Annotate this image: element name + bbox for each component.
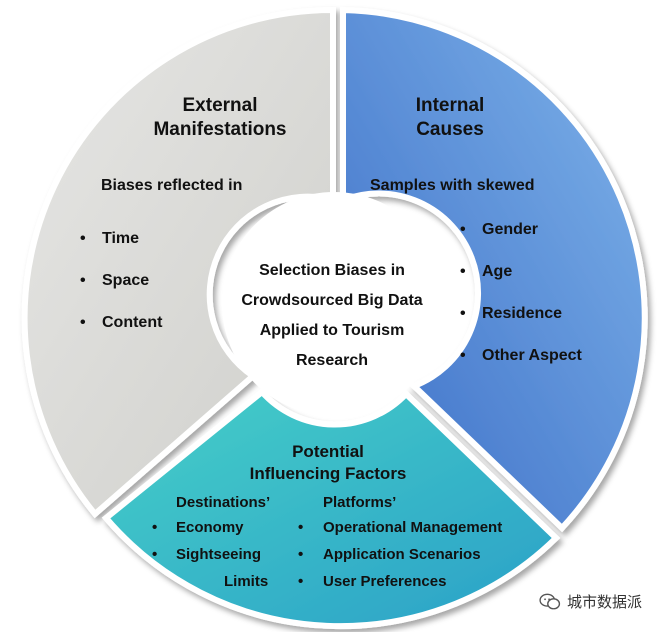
external-item-label: Content bbox=[102, 314, 163, 331]
potential-title: Potential Influencing Factors bbox=[218, 441, 438, 485]
internal-item: •Other Aspect bbox=[460, 347, 582, 364]
external-title-line: Manifestations bbox=[153, 119, 287, 140]
potential-title-line: Potential bbox=[292, 442, 364, 461]
segment-potential bbox=[101, 387, 561, 630]
platforms-item: •Application Scenarios bbox=[298, 546, 481, 563]
internal-item: •Age bbox=[460, 263, 513, 280]
platforms-heading: Platforms’ bbox=[323, 494, 397, 511]
center-title: Selection Biases in Crowdsourced Big Dat… bbox=[222, 256, 442, 376]
center-title-line: Research bbox=[295, 352, 369, 369]
destinations-item: •Sightseeing bbox=[152, 546, 262, 563]
destinations-item-label: Economy bbox=[176, 519, 244, 536]
internal-item-label: Age bbox=[482, 263, 513, 280]
internal-subtitle: Samples with skewed bbox=[370, 177, 535, 194]
segment-external bbox=[21, 6, 336, 519]
center-title-line: Selection Biases in bbox=[259, 262, 405, 279]
segment-internal bbox=[340, 6, 648, 533]
center-title-line: Applied to Tourism bbox=[259, 322, 405, 339]
destinations-item-continued: Limits bbox=[224, 573, 269, 590]
internal-item-label: Gender bbox=[482, 221, 539, 238]
potential-title-line: Influencing Factors bbox=[249, 464, 407, 483]
internal-title: Internal Causes bbox=[380, 94, 520, 142]
center-title-line: Crowdsourced Big Data bbox=[241, 292, 423, 309]
external-item-label: Time bbox=[102, 230, 140, 247]
internal-item: •Residence bbox=[460, 305, 563, 322]
watermark: 城市数据派 bbox=[539, 591, 642, 612]
destinations-item-label: Sightseeing bbox=[176, 546, 262, 563]
center-circle bbox=[222, 192, 446, 416]
external-item: •Space bbox=[80, 272, 150, 289]
platforms-item-label: Application Scenarios bbox=[323, 546, 481, 563]
external-title-line: External bbox=[182, 95, 258, 116]
platforms-item-label: Operational Management bbox=[323, 519, 503, 536]
external-item: •Time bbox=[80, 230, 140, 247]
external-title: External Manifestations bbox=[130, 94, 310, 142]
platforms-item: •Operational Management bbox=[298, 519, 503, 536]
external-item: •Content bbox=[80, 314, 163, 331]
internal-title-line: Internal bbox=[415, 95, 485, 116]
platforms-item-label: User Preferences bbox=[323, 573, 447, 590]
internal-item-label: Residence bbox=[482, 305, 563, 322]
platforms-item: •User Preferences bbox=[298, 573, 447, 590]
external-subtitle: Biases reflected in bbox=[101, 177, 243, 194]
watermark-text: 城市数据派 bbox=[566, 594, 642, 611]
external-item-label: Space bbox=[102, 272, 150, 289]
internal-title-line: Causes bbox=[416, 119, 484, 140]
internal-item-label: Other Aspect bbox=[482, 347, 582, 364]
internal-item: •Gender bbox=[460, 221, 539, 238]
destinations-item: •Economy bbox=[152, 519, 244, 536]
wechat-icon bbox=[539, 593, 561, 609]
destinations-heading: Destinations’ bbox=[176, 494, 271, 511]
